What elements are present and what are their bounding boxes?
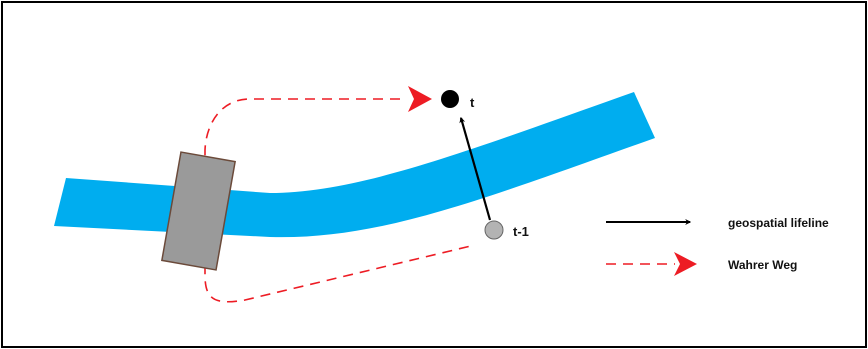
legend-true-path-arrowhead xyxy=(674,252,697,276)
point-t-1-previous xyxy=(484,220,504,240)
true-path-arrowhead xyxy=(408,86,432,112)
point-t-1-label: t-1 xyxy=(513,224,529,239)
point-t-current xyxy=(441,90,459,108)
legend-lifeline-label: geospatial lifeline xyxy=(728,216,829,230)
legend-true-path-label: Wahrer Weg xyxy=(728,258,797,272)
lifeline-arrow xyxy=(459,116,492,221)
point-t-label: t xyxy=(470,95,475,110)
legend: geospatial lifeline Wahrer Weg xyxy=(606,216,829,276)
true-path-dashed xyxy=(204,98,476,303)
bridge xyxy=(160,151,237,271)
